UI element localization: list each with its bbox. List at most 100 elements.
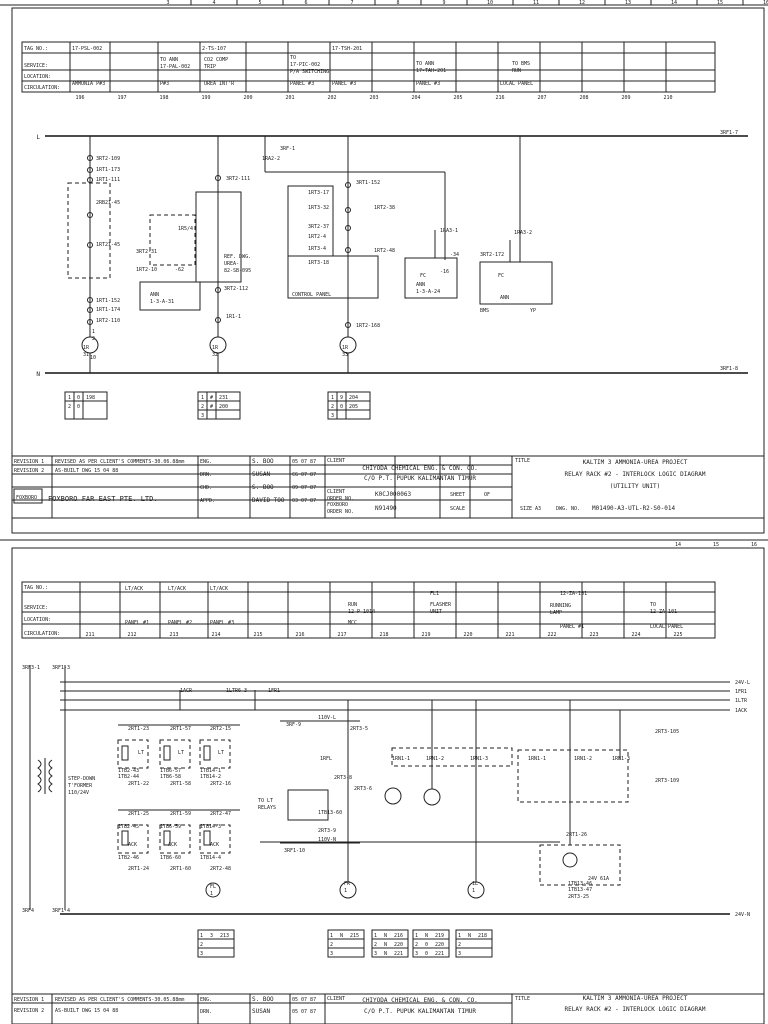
revision-text: AS-BUILT DWG 15 04 88 (55, 468, 118, 474)
terminal (87, 167, 93, 173)
diagram-label: 1 (92, 329, 95, 335)
role-date: 05 07 87 (292, 459, 316, 465)
title-line: RELAY RACK #2 - INTERLOCK LOGIC DIAGRAM (565, 1006, 706, 1013)
diagram-label: -62 (175, 267, 184, 273)
xref-cell: 220 (435, 942, 444, 948)
client-line: CHIYODA CHEMICAL ENG. & CON. CO. (362, 465, 478, 472)
role-label: DRN. (200, 472, 212, 478)
column-number: 15 (713, 542, 719, 548)
diagram-label: 1RN1-3 (612, 756, 630, 762)
diagram-label: 2RT1-26 (566, 832, 587, 838)
lamp-housing (539, 844, 621, 886)
diagram-label: 2RT3-109 (655, 778, 679, 784)
diagram-label: -34 (450, 252, 459, 258)
column-number: 9 (442, 0, 445, 6)
xref-cell: 1 (331, 395, 334, 401)
terminal (87, 155, 93, 161)
transformer-secondary (48, 759, 53, 793)
diagram-label: 3RT2-112 (224, 286, 248, 292)
bus-label: 110V-N (318, 837, 336, 843)
circulation-cell: 210 (663, 95, 672, 101)
xref-cell: 216 (394, 933, 403, 939)
xref-cell: 1 (330, 933, 333, 939)
circulation-cell: 209 (621, 95, 630, 101)
diagram-label: 1TB6-60 (160, 855, 181, 861)
circulation-cell: 222 (547, 632, 556, 638)
tag-cell: FL1 (430, 591, 439, 597)
diagram-label: LT (138, 750, 144, 756)
diagram-label: 1RT1-111 (96, 177, 120, 183)
location-cell: LOCAL PANEL (650, 624, 683, 630)
annunciator-box (404, 257, 458, 299)
diagram-label: 2RT2-47 (210, 811, 231, 817)
relay-coil (384, 787, 402, 805)
diagram-label: 2RT3-9 (318, 828, 336, 834)
of-label: OF (484, 492, 490, 498)
xref-cell: 200 (219, 404, 228, 410)
xref-cell: 219 (435, 933, 444, 939)
circulation-cell: 213 (169, 632, 178, 638)
diagram-label: 3RT2-37 (308, 224, 329, 230)
sheet-label: SHEET (450, 492, 465, 498)
lamp-block (199, 824, 231, 854)
diagram-label: 1ACR (180, 688, 193, 694)
diagram-label: 1TB14-4 (200, 855, 221, 861)
control-panel-box (287, 255, 379, 299)
lamp-block (199, 739, 231, 769)
xref-cell: 3 (331, 413, 334, 419)
diagram-label: 3RF3-1 (22, 665, 40, 671)
diagram-label: 3RT1-152 (356, 180, 380, 186)
diagram-label: 1RA2-2 (262, 156, 280, 162)
xref-cell: 3 (458, 951, 461, 957)
client-order: K0CJ000063 (375, 491, 412, 498)
circulation-cell: 215 (253, 632, 262, 638)
diagram-label: 1TB14-2 (200, 774, 221, 780)
circulation-cell: 211 (85, 632, 94, 638)
circulation-cell: 221 (505, 632, 514, 638)
transformer-primary (37, 759, 42, 793)
diagram-label: ANN (500, 295, 509, 301)
xref-cell: 1 (458, 933, 461, 939)
xref-cell: 1 (374, 933, 377, 939)
xref-cell: N (425, 933, 428, 939)
diagram-label: 1RT1-174 (96, 307, 120, 313)
terminal (87, 242, 93, 248)
title-line: RELAY RACK #2 - INTERLOCK LOGIC DIAGRAM (565, 471, 706, 478)
bus-ref-bottom: 3RF1-8 (720, 366, 738, 372)
diagram-label: 1TB13-60 (318, 810, 342, 816)
row-label: CIRCULATION: (24, 631, 60, 637)
role-label: CHD. (200, 485, 212, 491)
client-line: C/O P.T. PUPUK KALIMANTAN TIMUR (364, 1008, 476, 1015)
xref-cell: 204 (349, 395, 358, 401)
circulation-cell: 203 (369, 95, 378, 101)
terminal (215, 287, 221, 293)
xref-cell: 3 (210, 933, 213, 939)
location-cell: PANEL #3 (210, 620, 234, 626)
xref-cell: 231 (219, 395, 228, 401)
column-number: 6 (304, 0, 307, 6)
diagram-label: 2RT1-22 (128, 781, 149, 787)
role-date: 05 07 87 (292, 1009, 316, 1015)
lamp-contact (121, 745, 129, 761)
bus-label: 1FR1 (735, 689, 747, 695)
diagram-label: 1TB6-57 (160, 768, 181, 774)
revision-label: REVISION 2 (14, 468, 44, 474)
lamp-contact (203, 830, 211, 846)
diagram-label: 1RT3-18 (308, 260, 329, 266)
column-number: 14 (671, 0, 677, 6)
diagram-label: 1RN1-1 (528, 756, 546, 762)
xref-cell: N (468, 933, 471, 939)
diagram-label: LT (218, 750, 224, 756)
diagram-label: 1TB14-3 (200, 824, 221, 830)
xref-cell: 0 (425, 942, 428, 948)
role-date: 09 07 87 (292, 485, 316, 491)
diagram-label: LT (178, 750, 184, 756)
circulation-cell: 198 (159, 95, 168, 101)
